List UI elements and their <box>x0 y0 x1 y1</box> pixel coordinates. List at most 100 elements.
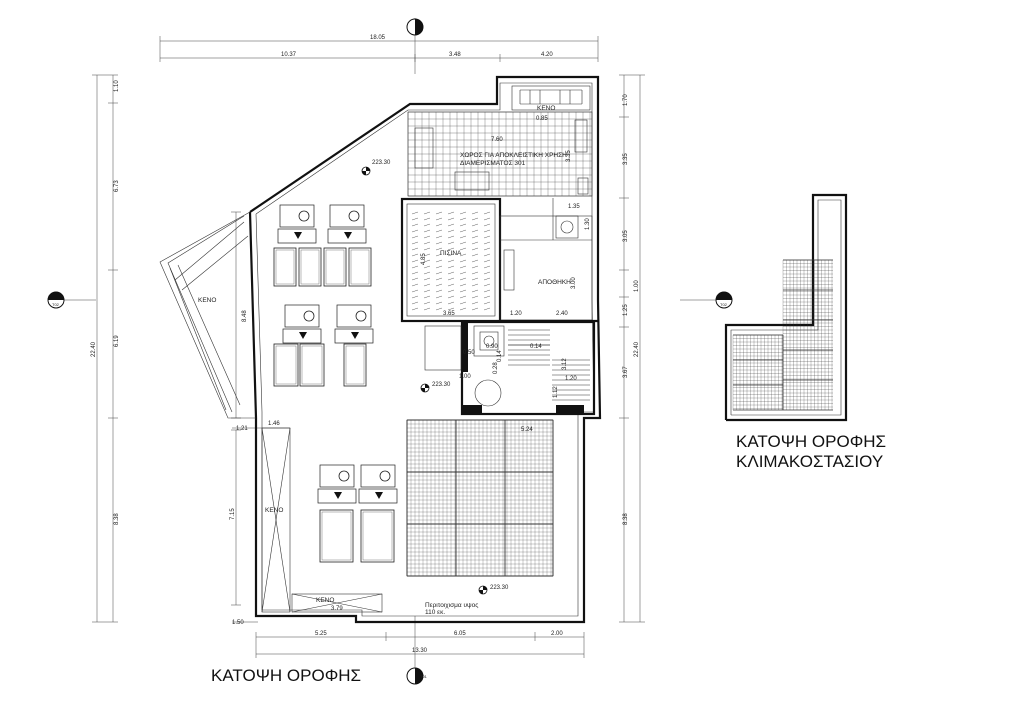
stair-plan-title-line1: ΚΑΤΟΨΗ ΟΡΟΦΗΣ <box>736 432 886 451</box>
dim-in-050: 0.50 <box>463 350 475 356</box>
level-text-3: 223.30 <box>490 585 509 591</box>
dim-in-135: 1.35 <box>568 204 580 210</box>
dim-right-d: 1.00 <box>634 280 640 292</box>
dim-left-a: 1.10 <box>114 80 120 92</box>
section-label-right: T02 <box>720 302 728 307</box>
solar-panel <box>348 247 372 287</box>
section-axis-lines <box>62 18 716 668</box>
roof-outline <box>159 75 602 624</box>
dim-right-a: 1.70 <box>623 94 629 106</box>
solar-panel <box>273 247 297 287</box>
dim-bottom-b: 6.05 <box>454 631 466 637</box>
solar-unit <box>334 304 374 344</box>
dim-in-312: 3.12 <box>562 358 568 370</box>
void-label-lower: ΚΕΝΟ <box>265 507 283 514</box>
dimension-lines <box>92 36 645 658</box>
lower-void-strip <box>261 427 383 613</box>
dim-top-c: 4.20 <box>541 52 553 58</box>
dim-left-h: 1.46 <box>268 421 280 427</box>
solar-unit <box>277 204 317 244</box>
dim-right-f: 3.67 <box>623 366 629 378</box>
dim-in-112: 1.12 <box>553 386 559 398</box>
parapet-label-2: 110 εκ. <box>425 609 445 616</box>
solar-units <box>273 204 398 563</box>
level-text-1: 223.30 <box>372 160 391 166</box>
storage-label: ΑΠΟΘΗΚΗ <box>538 279 571 286</box>
dim-top-a: 10.37 <box>281 52 297 58</box>
lower-terrace-tiles <box>406 419 554 577</box>
dim-in-130: 1.30 <box>585 218 591 230</box>
dim-right-b: 3.35 <box>623 153 629 165</box>
roof-plan-title: ΚΑΤΟΨΗ ΟΡΟΦΗΣ <box>211 666 361 685</box>
solar-panel <box>323 247 347 287</box>
pool-label: ΠΙΣΙΝΑ <box>440 250 462 257</box>
dimension-texts: 18.05 10.37 3.48 4.20 13.30 5.25 6.05 2.… <box>91 35 640 654</box>
exclusive-use-area <box>407 85 593 197</box>
solar-panel <box>343 343 367 387</box>
dim-in-090: 0.90 <box>486 344 498 350</box>
void-label-bottom: ΚΕΝΟ <box>316 597 334 604</box>
solar-unit <box>358 464 398 504</box>
dim-in-760: 7.60 <box>491 137 503 143</box>
dim-left-b: 6.73 <box>114 180 120 192</box>
stair-plan-title-line2: ΚΛΙΜΑΚΟΣΤΑΣΙΟΥ <box>736 452 883 471</box>
room-labels: ΧΩΡΟΣ ΓΙΑ ΑΠΟΚΛΕΙΣΤΙΚΗ ΧΡΗΣΗ ΔΙΑΜΕΡΙΣΜΑΤ… <box>198 105 571 616</box>
pool <box>400 197 502 323</box>
dim-left-d: 8.38 <box>114 513 120 525</box>
dim-bottom-c: 2.00 <box>551 631 563 637</box>
solar-panel <box>273 343 299 387</box>
dim-in-365: 3.65 <box>443 311 455 317</box>
dim-in-028: 0.28 <box>493 362 499 374</box>
plan-titles: ΚΑΤΟΨΗ ΟΡΟΦΗΣ ΚΑΤΟΨΗ ΟΡΟΦΗΣ ΚΛΙΜΑΚΟΣΤΑΣΙ… <box>211 432 886 685</box>
stair-roof-plan <box>724 193 848 422</box>
exclusive-area-label-2: ΔΙΑΜΕΡΙΣΜΑΤΟΣ 301 <box>460 160 526 167</box>
exclusive-area-label-1: ΧΩΡΟΣ ΓΙΑ ΑΠΟΚΛΕΙΣΤΙΚΗ ΧΡΗΣΗ <box>460 152 567 159</box>
dim-in-085: 0.85 <box>536 116 548 122</box>
level-marker-1: 223.30 <box>361 160 391 176</box>
section-marker-top <box>406 18 424 36</box>
level-marker-3: 223.30 <box>478 585 509 595</box>
dim-right-c: 3.05 <box>623 230 629 242</box>
dim-left-g: 1.21 <box>236 426 248 432</box>
section-label-bottom: T01 <box>420 674 428 679</box>
dim-left-c: 6.19 <box>114 335 120 347</box>
dim-bottom-a: 5.25 <box>315 631 327 637</box>
dim-top-b: 3.48 <box>449 52 461 58</box>
dim-right-total: 22.40 <box>634 341 640 357</box>
section-marker-right: T02 <box>715 291 733 309</box>
dim-in-379: 3.79 <box>331 606 343 612</box>
dim-in-120b: 1.20 <box>565 376 577 382</box>
dim-in-240: 2.40 <box>556 311 568 317</box>
dim-in-335: 3.35 <box>566 150 572 162</box>
solar-panel <box>298 247 322 287</box>
level-text-2: 223.30 <box>432 382 451 388</box>
dim-in-524: 5.24 <box>521 427 533 433</box>
solar-unit <box>282 304 322 344</box>
dim-in-300: 3.00 <box>571 277 577 289</box>
dim-right-g: 8.38 <box>623 513 629 525</box>
solar-panel <box>319 509 354 563</box>
dim-in-100: 1.00 <box>459 374 471 380</box>
dim-right-e: 1.25 <box>623 304 629 316</box>
void-label-left: ΚΕΝΟ <box>198 297 216 304</box>
dim-in-485: 4.85 <box>421 253 427 265</box>
stair-core <box>424 320 596 416</box>
dim-left-i: 1.50 <box>232 620 244 626</box>
dim-left-total: 22.40 <box>91 341 97 357</box>
level-marker-2: 223.30 <box>420 382 451 393</box>
dim-bottom-total: 13.30 <box>412 648 428 654</box>
section-marker-bottom: T01 <box>406 667 428 685</box>
void-label-top: ΚΕΝΟ <box>537 105 555 112</box>
dim-in-014a: 0.14 <box>530 344 542 350</box>
storage-room <box>499 198 598 323</box>
dim-in-014b: 0.14 <box>497 350 503 362</box>
dim-left-e: 8.48 <box>242 310 248 322</box>
solar-unit <box>317 464 357 504</box>
dim-in-120: 1.20 <box>510 311 522 317</box>
solar-unit <box>327 204 367 244</box>
solar-panel <box>360 509 395 563</box>
section-label-left: T02 <box>52 302 60 307</box>
dim-left-f: 7.15 <box>230 508 236 520</box>
solar-panel <box>299 343 325 387</box>
